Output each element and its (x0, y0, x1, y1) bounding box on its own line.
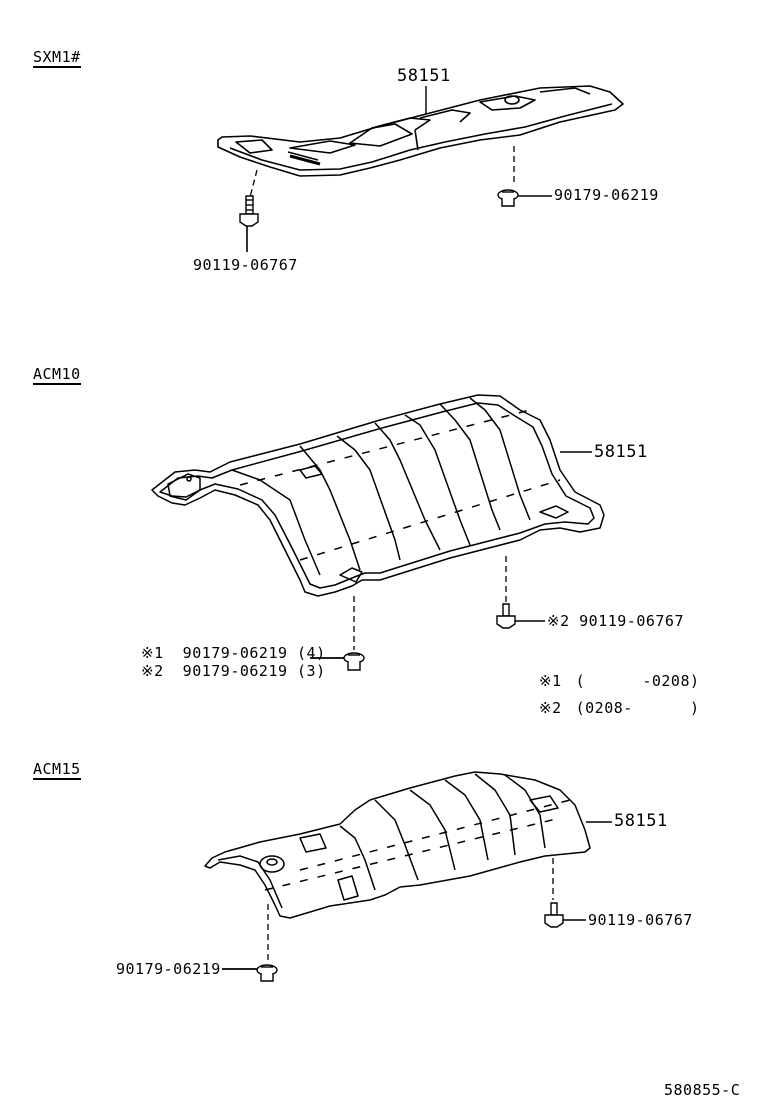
legend-mark: ※2 (539, 699, 562, 717)
applicability-legend: ※1 ( -0208) ※2 (0208- ) (539, 674, 700, 716)
part-label-nut-sxm1: 90179-06219 (554, 186, 659, 204)
legend-row: ※2 (0208- ) (539, 701, 700, 716)
legend-range: (0208- ) (575, 699, 700, 717)
part-label-shield-sxm1: 58151 (397, 66, 451, 86)
clip-nut-icon (257, 965, 277, 981)
legend-mark: ※1 (539, 672, 562, 690)
section-title-acm15: ACM15 (33, 760, 81, 780)
section-title-sxm1: SXM1# (33, 48, 81, 68)
section-title-acm10: ACM10 (33, 365, 81, 385)
part-label-bolt-sxm1: 90119-06767 (193, 256, 298, 274)
part-label-bolt-acm10: ※2 90119-06767 (547, 612, 684, 630)
part-label-nut-acm15: 90179-06219 (116, 960, 221, 978)
part-label-nut-acm10-note2: ※2 90179-06219 (3) (141, 662, 326, 680)
bolt-icon (240, 196, 258, 226)
clip-nut-icon (498, 190, 518, 206)
legend-row: ※1 ( -0208) (539, 674, 700, 689)
part-label-nut-acm10-note1: ※1 90179-06219 (4) (141, 644, 326, 662)
part-label-shield-acm10: 58151 (594, 442, 648, 462)
part-label-shield-acm15: 58151 (614, 811, 668, 831)
figure-id: 580855-C (664, 1081, 741, 1099)
legend-range: ( -0208) (575, 672, 700, 690)
bolt-icon (545, 903, 563, 927)
bolt-icon (497, 604, 515, 628)
part-label-bolt-acm15: 90119-06767 (588, 911, 693, 929)
